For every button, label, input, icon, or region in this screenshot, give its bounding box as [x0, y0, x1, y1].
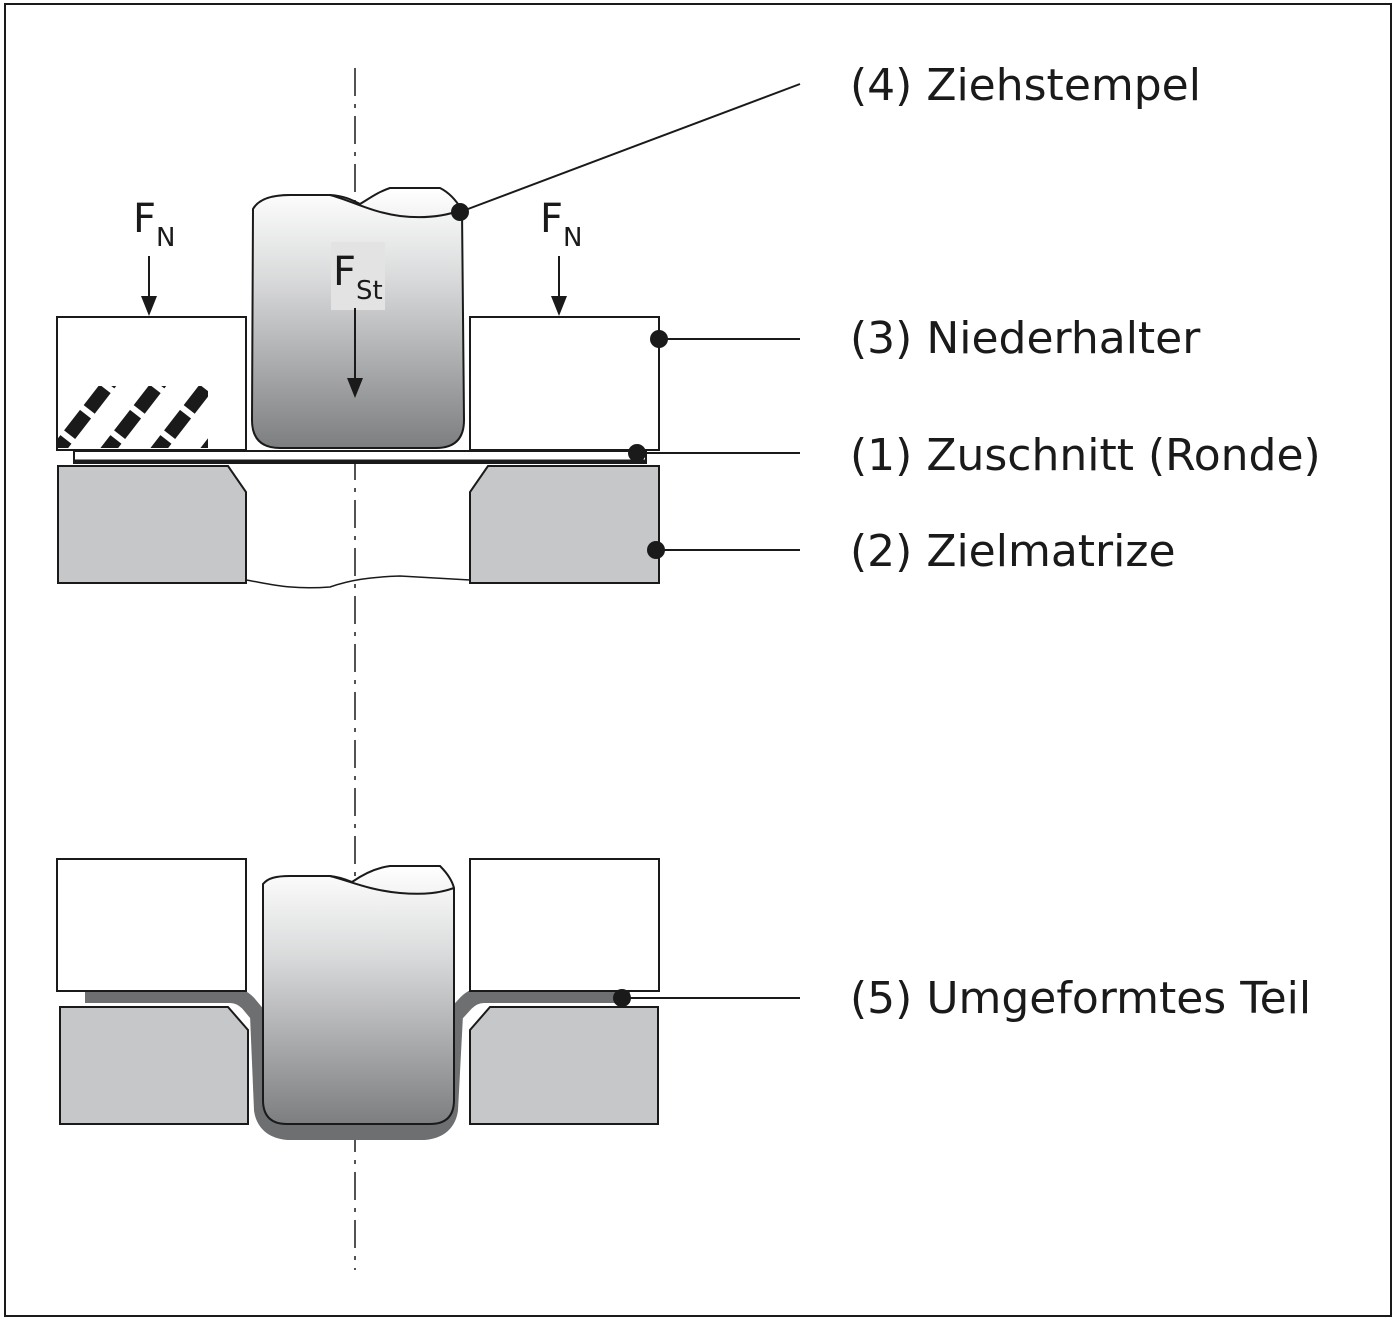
- holder-force-arrow-right: [551, 256, 567, 316]
- die-right-formed: [469, 1006, 659, 1125]
- leader-punch: [451, 83, 801, 221]
- die-left: [57, 465, 247, 584]
- label-die: (2) Zielmatrize: [850, 526, 1176, 577]
- blank-holder-right-formed: [469, 858, 660, 992]
- holder-force-label-right: FN: [540, 196, 582, 253]
- blank-holder-right: [469, 316, 660, 451]
- holder-force-arrow-left: [141, 256, 157, 316]
- blank-holder-left-formed: [56, 858, 247, 992]
- leader-blank-holder: [650, 330, 800, 348]
- holder-force-label-left: FN: [133, 196, 175, 253]
- punch-top: [250, 187, 466, 449]
- punch-formed-top-cut: [329, 875, 455, 895]
- leader-die: [647, 541, 800, 559]
- die-right: [469, 465, 660, 584]
- label-punch: (4) Ziehstempel: [850, 60, 1201, 111]
- leader-blank: [628, 444, 800, 462]
- label-formed-part: (5) Umgeformtes Teil: [850, 973, 1311, 1024]
- punch-top-cut: [329, 194, 463, 219]
- label-blank: (1) Zuschnitt (Ronde): [850, 430, 1321, 481]
- punch-force-label: FSt: [333, 249, 383, 306]
- punch-formed: [262, 865, 455, 1125]
- formed-part: [85, 987, 630, 1140]
- blank-holder-left: [56, 316, 247, 451]
- die-left-formed: [59, 1006, 249, 1125]
- diagram-frame: [4, 3, 1392, 1317]
- punch-force-arrow: [347, 308, 363, 398]
- die-break-line: [245, 575, 471, 589]
- punch-force-label-bg: [331, 242, 385, 310]
- leader-formed-part: [613, 989, 800, 1007]
- label-blank-holder: (3) Niederhalter: [850, 313, 1201, 364]
- hatch-pattern: [58, 386, 208, 448]
